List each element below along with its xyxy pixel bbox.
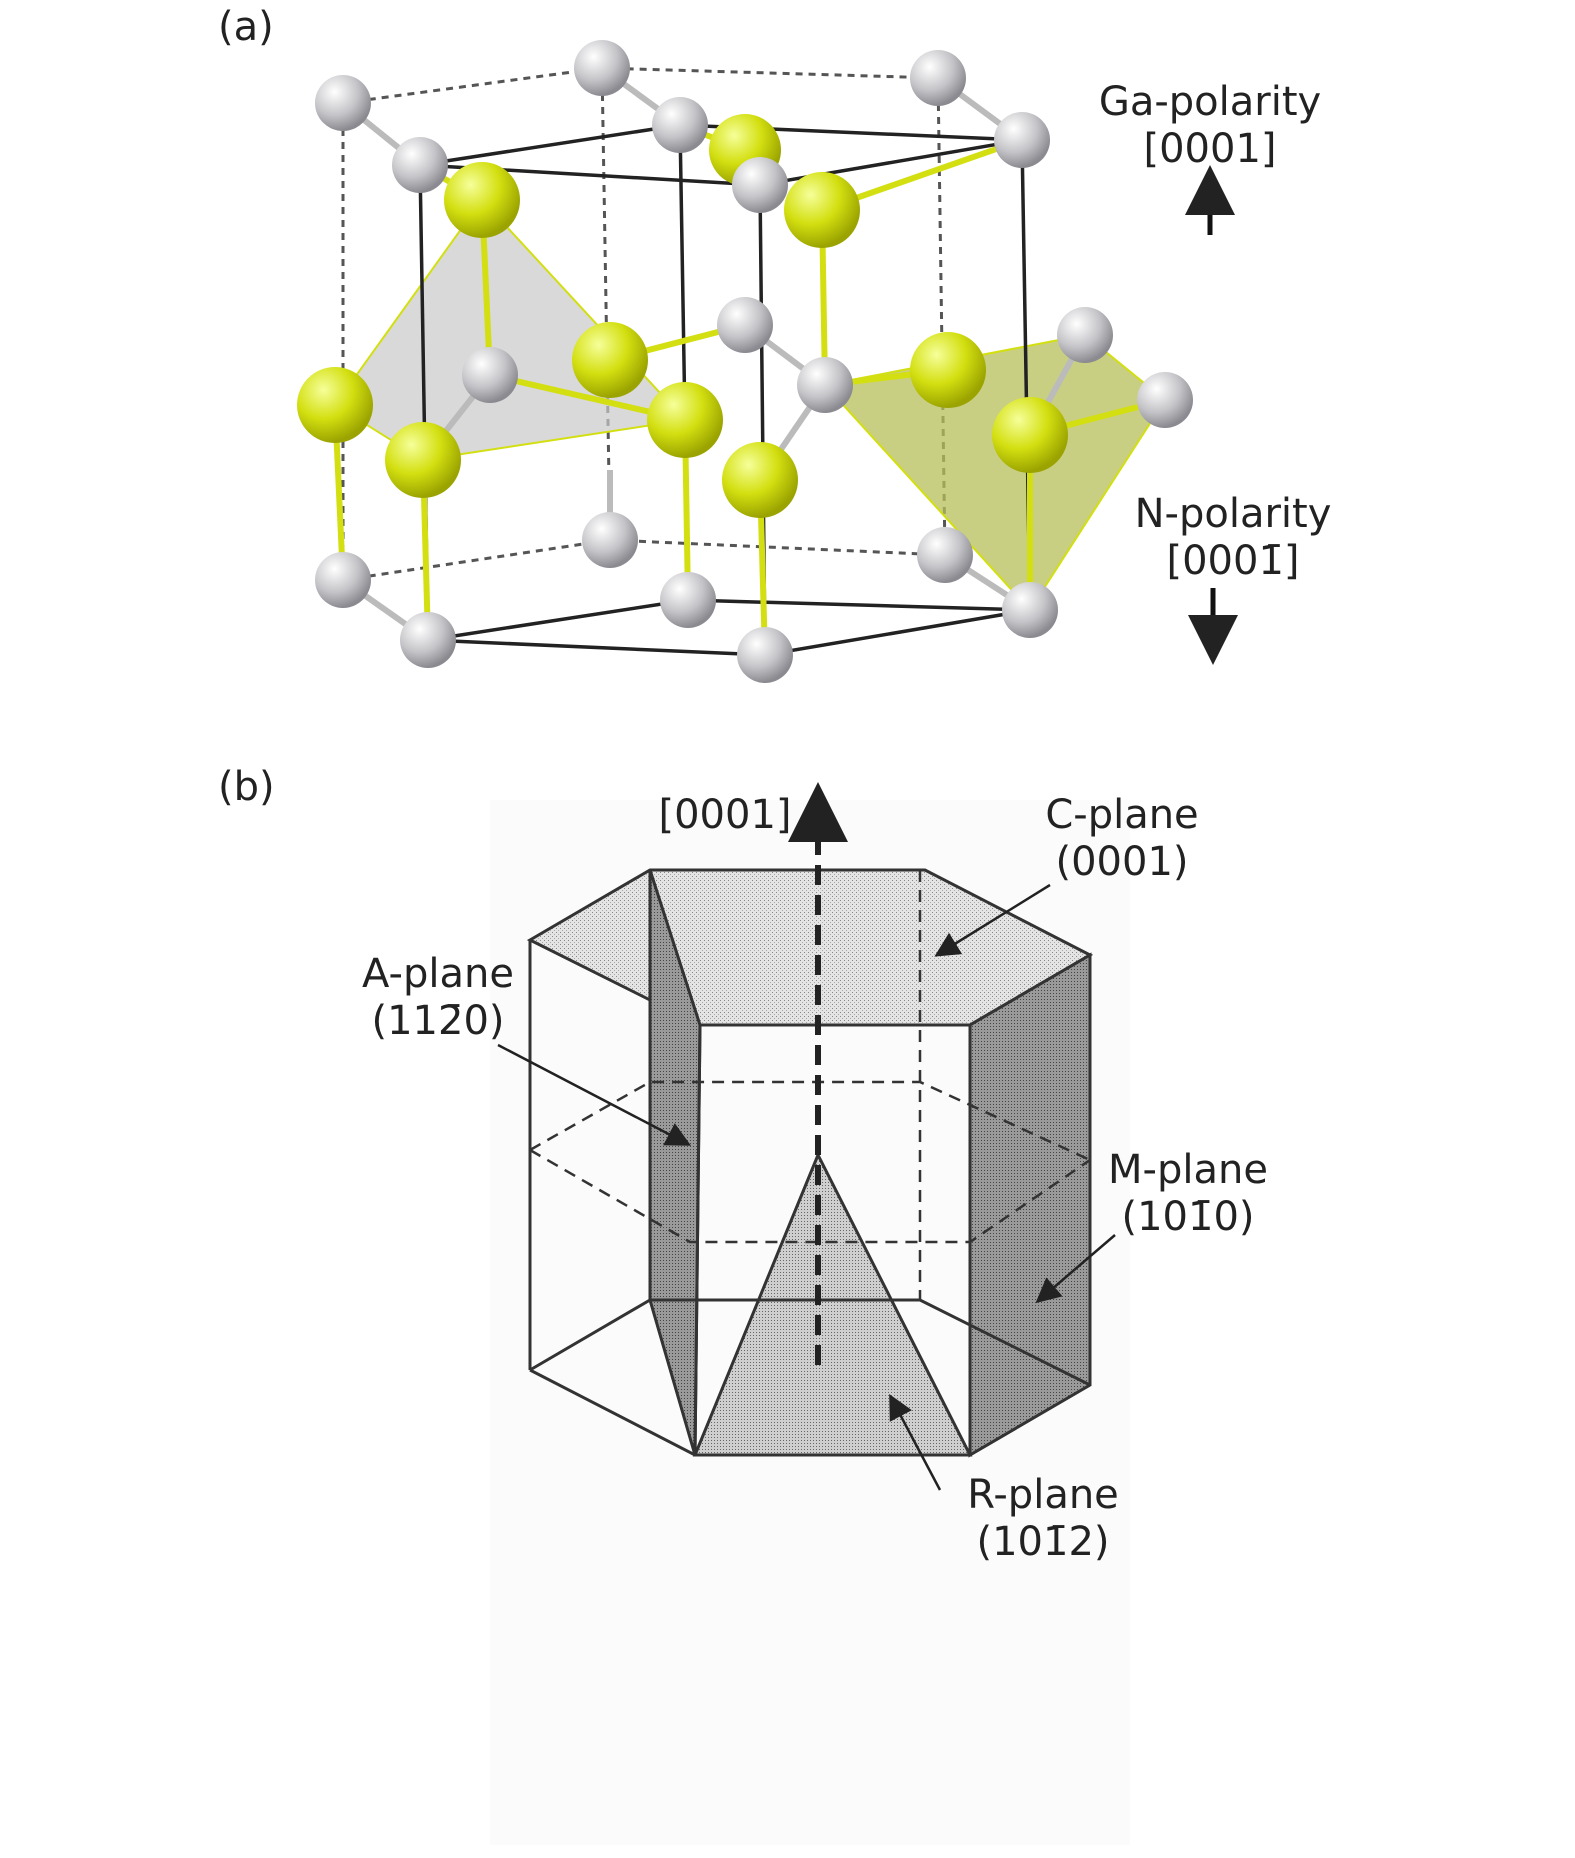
ga-polarity-direction: [0001]	[1143, 126, 1276, 172]
n-polarity-direction: [0001̄]	[1166, 538, 1299, 584]
panel-b-label: (b)	[218, 764, 275, 810]
gallium-atoms	[297, 114, 1068, 518]
c-axis-label: [0001]	[658, 792, 791, 838]
panel-a-label: (a)	[218, 4, 274, 50]
wurtzite-unit-cell	[297, 40, 1193, 683]
a-plane-pointer	[497, 1043, 692, 1146]
n-polarity-label: N-polarity	[1135, 491, 1332, 537]
r-plane-label: R-plane	[967, 1472, 1119, 1518]
c-plane-pointer	[934, 883, 1051, 957]
a-plane-label: A-plane	[362, 951, 514, 997]
hexagonal-prism	[490, 782, 1130, 1845]
a-plane-index: (112̄0)	[371, 998, 504, 1044]
m-plane-label: M-plane	[1108, 1147, 1268, 1193]
ga-polarity-label: Ga-polarity	[1099, 79, 1321, 125]
r-plane-index: (101̄2)	[976, 1519, 1109, 1565]
m-plane-face	[968, 952, 1092, 1458]
c-plane-index: (0001)	[1055, 839, 1188, 885]
nitrogen-atoms	[315, 40, 1193, 683]
r-plane-pointer	[889, 1393, 942, 1491]
m-plane-index: (101̄0)	[1121, 1194, 1254, 1240]
m-plane-pointer	[1035, 1234, 1116, 1304]
c-plane-label: C-plane	[1045, 792, 1198, 838]
